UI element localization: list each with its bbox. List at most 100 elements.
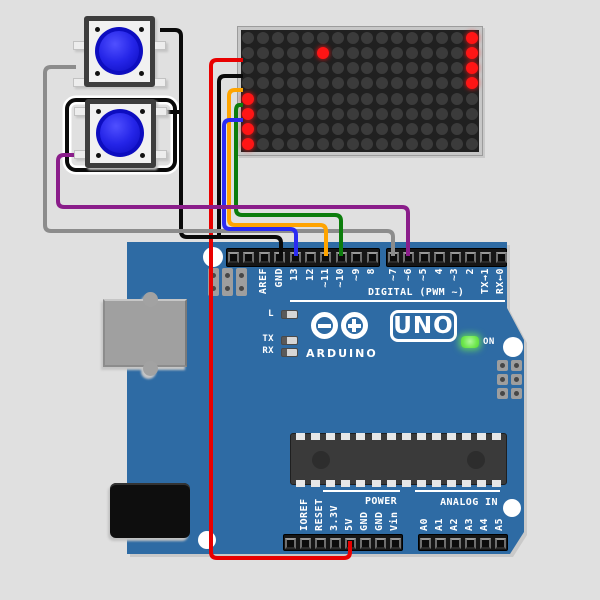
pin-socket[interactable] (479, 538, 491, 549)
icsp-pad[interactable] (497, 360, 508, 371)
on-label: ON (483, 337, 495, 347)
pin-socket[interactable] (374, 538, 386, 549)
led-off (272, 46, 285, 59)
pin-socket[interactable] (305, 252, 316, 263)
brand-text: ARDUINO (306, 347, 378, 360)
pin-socket[interactable] (274, 252, 286, 263)
pin-socket[interactable] (389, 538, 401, 549)
pin-socket[interactable] (299, 538, 311, 549)
mounting-hole (203, 247, 223, 267)
pin-socket[interactable] (419, 538, 431, 549)
pin-socket[interactable] (243, 252, 255, 263)
led-off (301, 46, 314, 59)
led-off (301, 138, 314, 151)
led-off (272, 107, 285, 120)
pin-socket[interactable] (464, 538, 476, 549)
pin-label: 5V (344, 517, 355, 531)
button-pin[interactable] (155, 150, 167, 159)
led-lit (242, 138, 255, 151)
power-section-label: POWER (364, 496, 398, 507)
pin-socket[interactable] (314, 538, 326, 549)
icsp-pad[interactable] (236, 268, 247, 296)
button-screw (96, 153, 101, 158)
pin-socket[interactable] (228, 252, 239, 263)
led-lit (242, 123, 255, 136)
pin-socket[interactable] (366, 252, 378, 263)
pin-socket[interactable] (335, 252, 347, 263)
icsp-pad[interactable] (511, 374, 522, 385)
led-off (242, 46, 255, 59)
icsp-pad[interactable] (222, 268, 233, 296)
led-off (301, 107, 314, 120)
pin-socket[interactable] (449, 252, 461, 263)
pin-socket[interactable] (284, 538, 296, 549)
analog-section-label: ANALOG IN (440, 497, 498, 508)
pin-socket[interactable] (320, 252, 332, 263)
button-cap[interactable] (96, 109, 144, 157)
icsp-pad[interactable] (497, 388, 508, 399)
led-off (316, 31, 329, 44)
pin-socket[interactable] (494, 538, 506, 549)
icsp-pad[interactable] (497, 374, 508, 385)
pin-socket[interactable] (289, 252, 301, 263)
led-off (376, 123, 389, 136)
led-off (346, 123, 359, 136)
button-pin[interactable] (155, 107, 167, 116)
pushbutton-1[interactable] (73, 16, 166, 87)
led-off (301, 31, 314, 44)
button-pin[interactable] (154, 41, 166, 50)
led-off (450, 62, 463, 75)
led-lit (465, 77, 478, 90)
led-off (272, 92, 285, 105)
pin-label: GND (359, 511, 370, 531)
led-off (406, 92, 419, 105)
pin-label: ~10 (335, 268, 347, 288)
led-off (450, 77, 463, 90)
pin-socket[interactable] (418, 252, 430, 263)
pin-socket[interactable] (258, 252, 270, 263)
icsp-pad[interactable] (208, 268, 219, 296)
led-off (391, 62, 404, 75)
pin-socket[interactable] (434, 252, 446, 263)
pin-socket[interactable] (434, 538, 446, 549)
pin-socket[interactable] (449, 538, 461, 549)
led-off (346, 138, 359, 151)
led-off (420, 107, 433, 120)
button-cap[interactable] (95, 27, 143, 75)
pin-socket[interactable] (495, 252, 507, 263)
led-off (331, 62, 344, 75)
pin-socket[interactable] (359, 538, 371, 549)
mounting-hole (503, 337, 523, 357)
pin-label: Vin (389, 511, 400, 531)
button-pin[interactable] (154, 78, 166, 87)
led-off (450, 123, 463, 136)
led-off (272, 123, 285, 136)
led-rx (281, 348, 298, 357)
pin-socket[interactable] (329, 538, 341, 549)
led-off (361, 77, 374, 90)
led-off (391, 46, 404, 59)
led-off (346, 92, 359, 105)
button-screw (95, 71, 100, 76)
pushbutton-2[interactable] (74, 99, 167, 168)
pin-label: GND (273, 268, 285, 288)
led-off (257, 92, 270, 105)
led-off (376, 31, 389, 44)
led-off (376, 107, 389, 120)
pin-socket[interactable] (344, 538, 356, 549)
button-screw (139, 27, 144, 32)
led-rx-label: RX (262, 346, 274, 356)
led-off (465, 92, 478, 105)
pin-socket[interactable] (351, 252, 363, 263)
led-off (287, 138, 300, 151)
pin-socket[interactable] (480, 252, 492, 263)
pin-socket[interactable] (403, 252, 415, 263)
pin-socket[interactable] (465, 252, 476, 263)
mounting-hole (198, 531, 216, 549)
pin-socket[interactable] (388, 252, 399, 263)
led-matrix[interactable] (237, 26, 483, 156)
icsp-pad[interactable] (511, 360, 522, 371)
led-off (435, 62, 448, 75)
led-off (346, 107, 359, 120)
icsp-pad[interactable] (511, 388, 522, 399)
